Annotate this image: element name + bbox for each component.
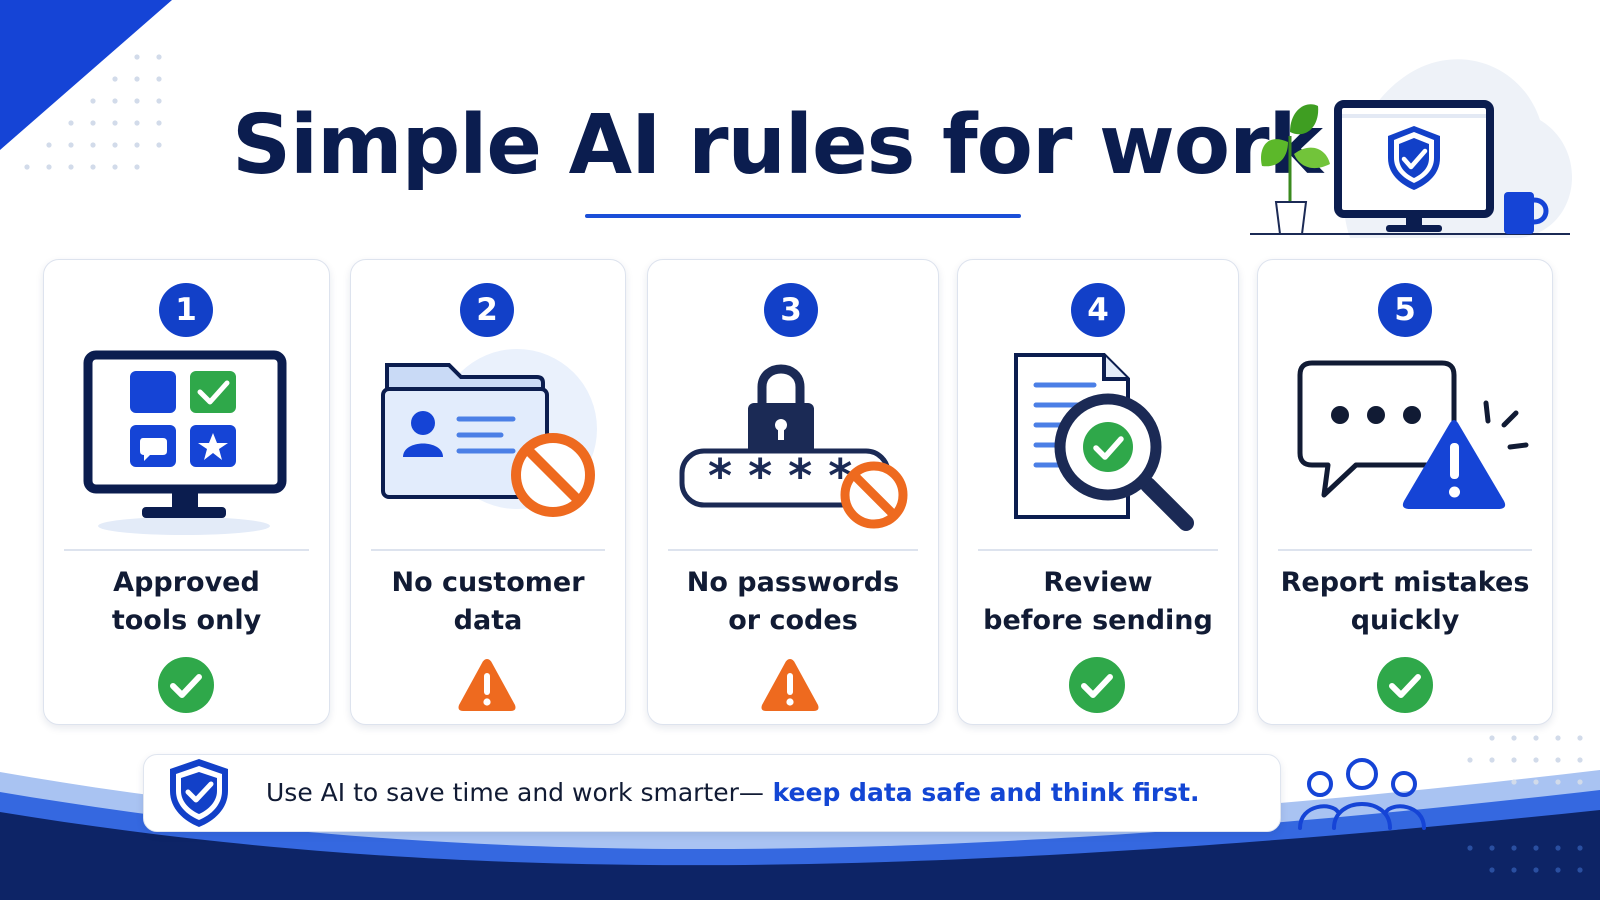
card-divider — [978, 549, 1218, 551]
rule-label: Report mistakes quickly — [1280, 567, 1530, 636]
rule-label: Approved tools only — [111, 567, 262, 636]
rule-card-3: 3 * * * * No passwords or codes — [647, 259, 939, 725]
card-divider — [371, 549, 605, 551]
rule-card-2: 2 No customer data — [350, 259, 626, 725]
check-icon — [1069, 657, 1125, 713]
rule-label: No passwords or codes — [686, 567, 900, 636]
chat-alert-icon — [1297, 360, 1529, 509]
rule-label: Review before sending — [983, 567, 1213, 636]
footer-message: Use AI to save time and work smarter— ke… — [143, 754, 1281, 832]
rule-card-4: 4 Review before sending — [957, 259, 1239, 725]
approved-apps-monitor-icon — [83, 350, 287, 535]
password-lock-prohibited-icon: * * * * — [679, 364, 908, 529]
rule-number-badge: 2 — [460, 283, 514, 337]
rule-number-badge: 5 — [1378, 283, 1432, 337]
mug-icon — [1504, 192, 1549, 234]
rule-card-5: 5 Report mistakes quickly — [1257, 259, 1553, 725]
hero-illustration — [1250, 100, 1570, 235]
card-divider — [64, 549, 309, 551]
check-icon — [1377, 657, 1433, 713]
svg-text:* * * *: * * * * — [708, 449, 852, 503]
title-underline — [585, 214, 1021, 218]
card-divider — [668, 549, 918, 551]
team-icon — [1298, 758, 1426, 830]
rule-number-badge: 1 — [159, 283, 213, 337]
rule-number-badge: 3 — [764, 283, 818, 337]
shield-check-icon — [170, 759, 228, 827]
page-title: Simple AI rules for work — [232, 98, 1323, 193]
footer-text-plain: Use AI to save time and work smarter— — [266, 778, 764, 807]
monitor-shield-icon — [1334, 100, 1494, 232]
plant-icon — [1261, 104, 1330, 235]
warning-icon — [458, 659, 516, 711]
footer-text: Use AI to save time and work smarter— ke… — [266, 755, 1200, 831]
rule-label: No customer data — [391, 567, 585, 636]
rule-number-badge: 4 — [1071, 283, 1125, 337]
check-icon — [158, 657, 214, 713]
footer-text-emphasis: keep data safe and think first. — [763, 778, 1200, 807]
customer-folder-prohibited-icon — [381, 349, 597, 517]
card-divider — [1278, 549, 1532, 551]
warning-icon — [761, 659, 819, 711]
rule-card-1: 1 Approved tools only — [43, 259, 330, 725]
document-magnifier-check-icon — [1014, 353, 1194, 531]
